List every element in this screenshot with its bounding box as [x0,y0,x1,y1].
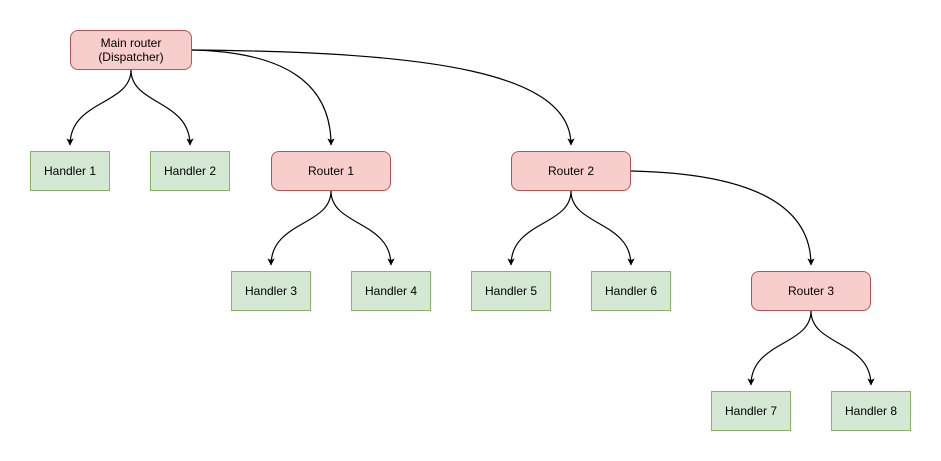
node-label-handler-1: Handler 1 [43,164,97,178]
edge-main-to-handler-2 [130,69,194,146]
edge-main-to-router-1 [191,49,335,146]
edge-router-1-to-handler-4 [330,190,395,266]
node-label-handler-5: Handler 5 [484,284,538,298]
node-handler-3[interactable]: Handler 3 [231,271,311,311]
node-label-handler-4: Handler 4 [364,284,418,298]
node-handler-2[interactable]: Handler 2 [150,151,230,191]
edge-main-to-handler-1 [66,69,132,146]
node-label-handler-2: Handler 2 [163,164,217,178]
edge-main-to-router-2 [191,49,575,146]
node-handler-4[interactable]: Handler 4 [351,271,431,311]
node-router-3[interactable]: Router 3 [751,271,871,311]
node-label-main-router: Main router (Dispatcher) [98,36,164,64]
node-handler-1[interactable]: Handler 1 [30,151,110,191]
node-main-router[interactable]: Main router (Dispatcher) [70,30,192,70]
edge-router-3-to-handler-8 [810,310,875,386]
node-router-1[interactable]: Router 1 [271,151,391,191]
edge-router-1-to-handler-3 [267,190,332,266]
node-label-handler-8: Handler 8 [844,404,898,418]
edge-router-2-to-handler-6 [570,190,635,266]
edge-router-2-to-handler-5 [507,190,572,266]
node-label-router-3: Router 3 [787,284,835,298]
edge-router-2-to-router-3 [630,170,815,266]
node-handler-8[interactable]: Handler 8 [831,391,911,431]
edges-group [66,49,875,386]
node-router-2[interactable]: Router 2 [511,151,631,191]
node-label-router-2: Router 2 [547,164,595,178]
node-label-handler-3: Handler 3 [244,284,298,298]
node-handler-6[interactable]: Handler 6 [591,271,671,311]
node-handler-5[interactable]: Handler 5 [471,271,551,311]
node-label-handler-7: Handler 7 [724,404,778,418]
node-handler-7[interactable]: Handler 7 [711,391,791,431]
node-label-router-1: Router 1 [307,164,355,178]
edge-router-3-to-handler-7 [747,310,812,386]
node-label-handler-6: Handler 6 [604,284,658,298]
